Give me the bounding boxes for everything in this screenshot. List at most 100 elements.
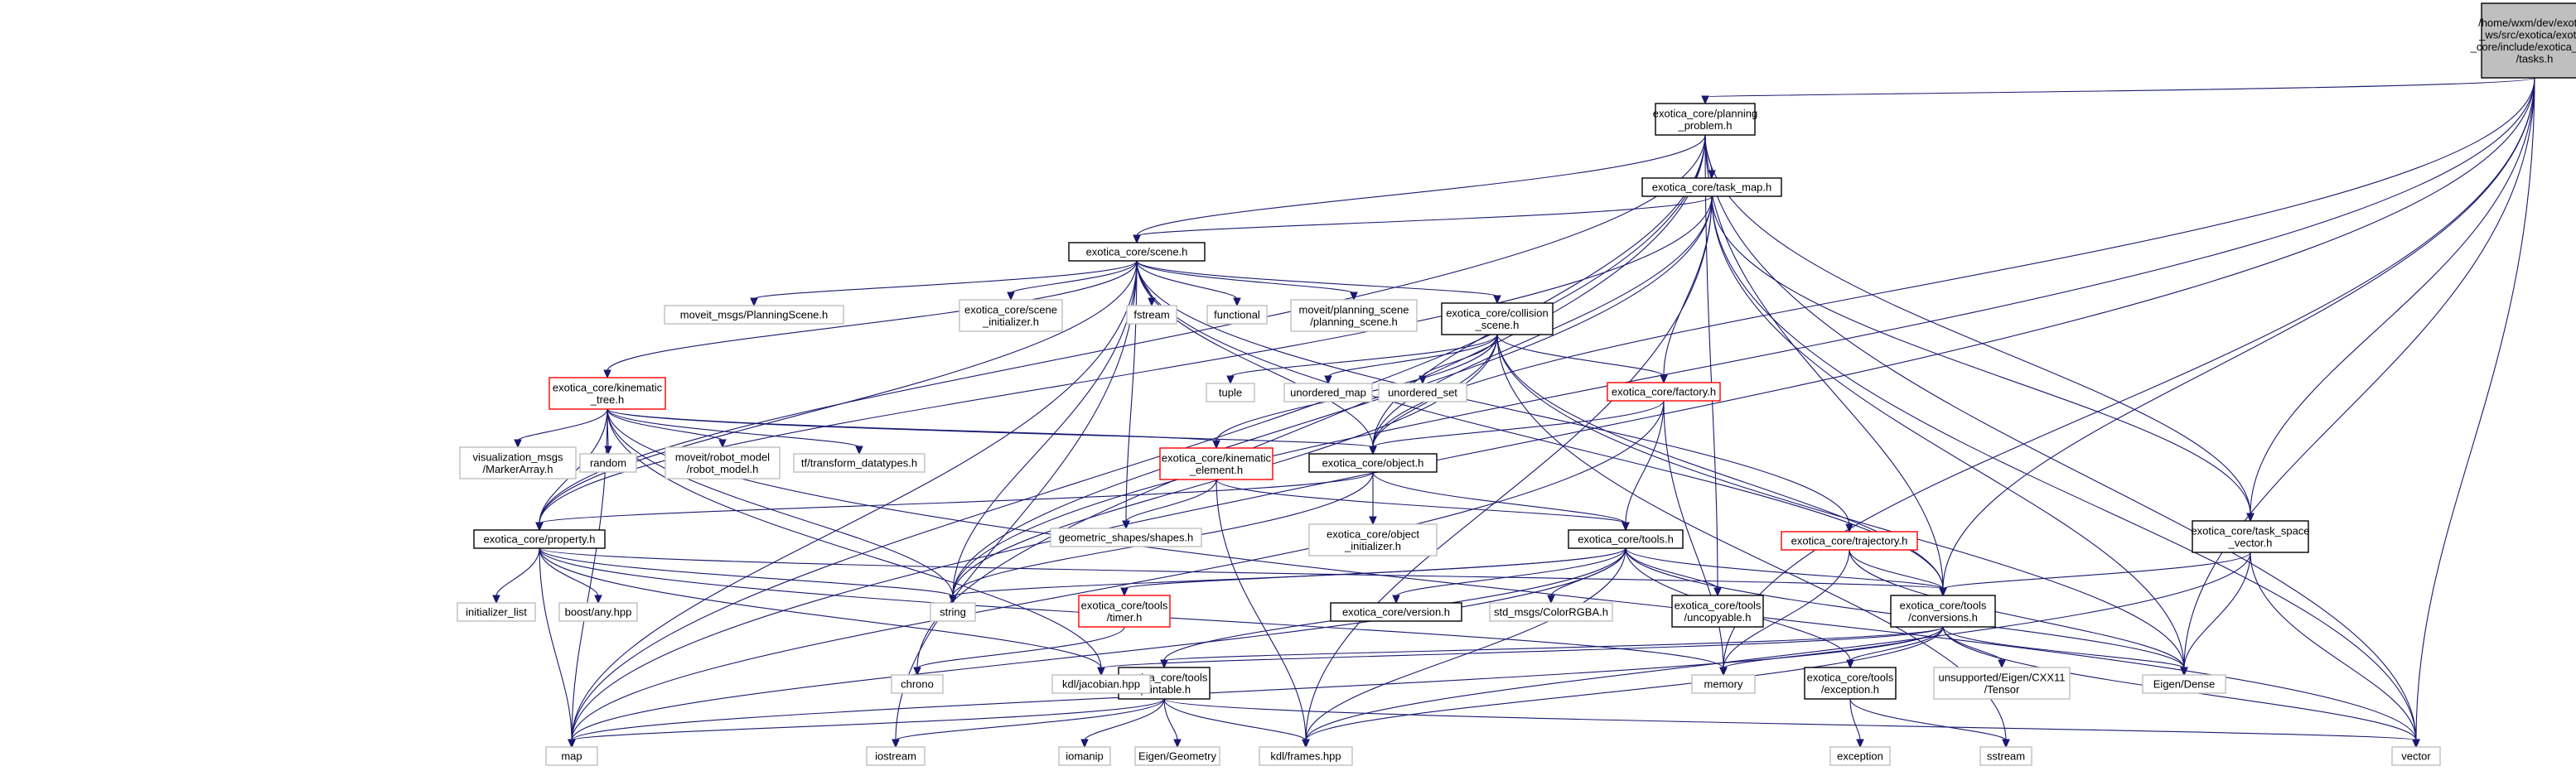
node-factory[interactable]: exotica_core/factory.h <box>1607 382 1721 402</box>
arrow-head <box>594 595 602 605</box>
node-box <box>1206 383 1255 402</box>
node-label: unsupported/Eigen/CXX11 <box>1939 671 2066 683</box>
arrow-head <box>1160 659 1168 669</box>
node-version[interactable]: exotica_core/version.h <box>1330 602 1462 622</box>
node-label: _core/include/exotica_core <box>2470 41 2576 53</box>
node-timer[interactable]: exotica_core/tools/timer.h <box>1078 595 1171 628</box>
node-moveit-planning-scene[interactable]: moveit/planning_scene/planning_scene.h <box>1290 299 1418 332</box>
arrow-head <box>603 369 611 379</box>
node-task-map[interactable]: exotica_core/task_map.h <box>1641 177 1782 197</box>
node-vector[interactable]: vector <box>2391 746 2441 766</box>
node-chrono[interactable]: chrono <box>891 674 944 694</box>
node-kinematic-tree[interactable]: exotica_core/kinematic_tree.h <box>549 377 666 410</box>
edge-conversions-to-printable <box>1160 626 1944 669</box>
edge-tools-to-version <box>1392 547 1626 605</box>
node-robot-model[interactable]: moveit/robot_model/robot_model.h <box>665 446 781 479</box>
edge-tools-to-string <box>949 547 1626 605</box>
node-uncopyable[interactable]: exotica_core/tools/uncopyable.h <box>1671 595 1764 628</box>
node-sstream[interactable]: sstream <box>1979 746 2032 766</box>
node-planning-problem[interactable]: exotica_core/planning_problem.h <box>1653 103 1757 136</box>
edge-task-space-vector-to-vector <box>2250 552 2420 749</box>
node-eigen-geometry[interactable]: Eigen/Geometry <box>1134 746 1220 766</box>
node-shapes[interactable]: geometric_shapes/shapes.h <box>1050 528 1202 547</box>
node-fstream[interactable]: fstream <box>1126 305 1177 325</box>
node-color-rgba[interactable]: std_msgs/ColorRGBA.h <box>1489 602 1613 622</box>
edge-tools-to-map <box>568 547 1626 749</box>
node-string[interactable]: string <box>930 602 976 622</box>
arrow-head <box>1701 95 1709 105</box>
edge-scene-to-scene-initializer <box>1007 260 1138 301</box>
node-object-initializer[interactable]: exotica_core/object_initializer.h <box>1308 523 1438 557</box>
node-tuple[interactable]: tuple <box>1206 383 1255 402</box>
edge-collision-scene-to-conversions <box>1496 334 1947 597</box>
node-cxx11-tensor[interactable]: unsupported/Eigen/CXX11/Tensor <box>1933 667 2071 700</box>
arrow-head <box>1547 595 1555 605</box>
node-exception-h[interactable]: exotica_core/tools/exception.h <box>1804 667 1897 700</box>
node-scene-initializer[interactable]: exotica_core/scene_initializer.h <box>959 299 1063 332</box>
node-exception[interactable]: exception <box>1829 746 1891 766</box>
node-label: iostream <box>875 750 916 763</box>
node-tf-datatypes[interactable]: tf/transform_datatypes.h <box>793 453 926 473</box>
node-box <box>1283 383 1373 402</box>
node-box <box>1655 103 1756 136</box>
node-label: /exception.h <box>1821 683 1879 696</box>
node-memory[interactable]: memory <box>1691 674 1756 694</box>
node-initializer-list[interactable]: initializer_list <box>457 602 536 622</box>
node-label: visualization_msgs <box>472 451 563 463</box>
node-iomanip[interactable]: iomanip <box>1058 746 1111 766</box>
node-map[interactable]: map <box>545 746 598 766</box>
node-tools[interactable]: exotica_core/tools.h <box>1568 529 1684 549</box>
node-object[interactable]: exotica_core/object.h <box>1308 453 1438 473</box>
arrow-head <box>1324 375 1332 385</box>
node-kdl-jacobian[interactable]: kdl/jacobian.hpp <box>1051 674 1151 694</box>
node-scene[interactable]: exotica_core/scene.h <box>1068 242 1206 262</box>
node-box <box>2391 746 2441 766</box>
graph-edges <box>492 77 2535 749</box>
node-label: memory <box>1704 678 1743 691</box>
node-label: vector <box>2401 750 2431 763</box>
node-conversions[interactable]: exotica_core/tools/conversions.h <box>1890 595 1996 628</box>
node-marker-array[interactable]: visualization_msgs/MarkerArray.h <box>459 446 577 479</box>
edge-scene-to-moveit-planning-scene <box>1136 260 1358 301</box>
edge-task-map-to-scene <box>1133 195 1713 244</box>
node-box <box>1078 595 1171 628</box>
edge-tools-to-conversions <box>1625 547 1947 597</box>
node-label: moveit/robot_model <box>675 451 770 463</box>
node-kinematic-element[interactable]: exotica_core/kinematic_element.h <box>1159 447 1274 480</box>
arrow-head <box>492 595 500 605</box>
node-box <box>1691 674 1756 694</box>
node-random[interactable]: random <box>579 453 637 473</box>
node-label: moveit/planning_scene <box>1299 303 1409 316</box>
edge-trajectory-to-conversions <box>1849 549 1947 597</box>
edge-conversions-to-cxx11-tensor <box>1942 626 2006 669</box>
node-planning-scene-msg[interactable]: moveit_msgs/PlanningScene.h <box>664 305 844 325</box>
edge-kinematic-element-to-shapes <box>1122 479 1217 530</box>
node-trajectory[interactable]: exotica_core/trajectory.h <box>1781 531 1918 551</box>
node-collision-scene[interactable]: exotica_core/collision_scene.h <box>1441 302 1554 335</box>
node-label: string <box>940 606 966 619</box>
node-tasks[interactable]: /home/wxm/dev/exotica_ws/src/exotica/exo… <box>2470 2 2576 79</box>
node-box <box>2142 674 2226 694</box>
edge-planning-problem-to-map <box>568 134 1706 749</box>
node-box <box>579 453 637 473</box>
node-printable[interactable]: exotica_core/tools/printable.h <box>1118 667 1211 700</box>
node-box <box>930 602 976 622</box>
node-kdl-frames[interactable]: kdl/frames.hpp <box>1259 746 1353 766</box>
node-eigen-dense[interactable]: Eigen/Dense <box>2142 674 2226 694</box>
node-box <box>959 299 1063 332</box>
node-box <box>549 377 666 410</box>
node-boost-any[interactable]: boost/any.hpp <box>558 602 638 622</box>
arrow-head <box>1369 516 1377 526</box>
node-unordered-map[interactable]: unordered_map <box>1283 383 1373 402</box>
node-box <box>1308 523 1438 557</box>
node-unordered-set[interactable]: unordered_set <box>1378 383 1467 402</box>
node-box <box>1933 667 2071 700</box>
node-label: exotica_core/tools <box>1900 599 1987 611</box>
node-label: _initializer.h <box>982 316 1039 328</box>
node-iostream[interactable]: iostream <box>866 746 926 766</box>
node-label: geometric_shapes/shapes.h <box>1059 532 1194 544</box>
node-property[interactable]: exotica_core/property.h <box>473 529 606 549</box>
node-functional[interactable]: functional <box>1206 305 1268 325</box>
edge-object-to-object-initializer <box>1369 472 1377 526</box>
node-task-space-vector[interactable]: exotica_core/task_space_vector.h <box>2191 520 2310 553</box>
